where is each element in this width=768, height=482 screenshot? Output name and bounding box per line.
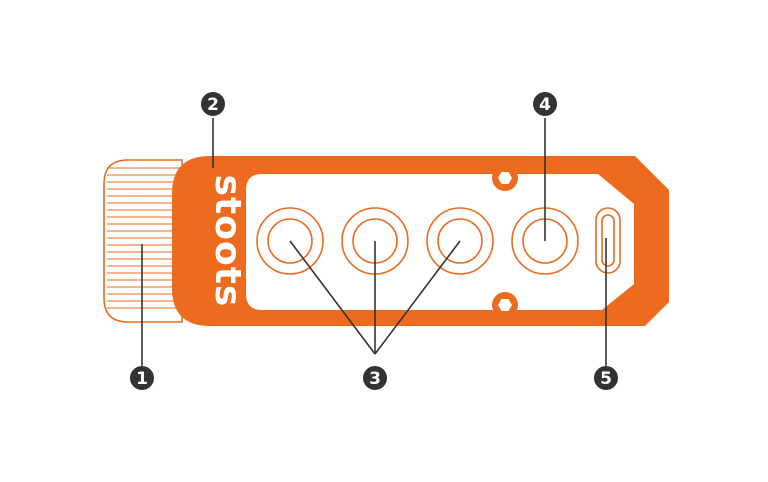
screw-bottom (492, 292, 518, 318)
callout-1: 1 (130, 366, 154, 390)
button-panel (246, 174, 634, 310)
callout-3: 3 (363, 366, 387, 390)
callout-3-label: 3 (369, 369, 381, 389)
brand-logo: stoots (207, 175, 248, 308)
screw-top (492, 165, 518, 191)
button-1[interactable] (256, 207, 324, 275)
button-3[interactable] (426, 207, 494, 275)
knurled-cap (103, 159, 183, 323)
leader-lines (141, 118, 607, 366)
indicator-slot (595, 207, 621, 274)
knurl-lines (107, 167, 180, 309)
callout-5-label: 5 (600, 369, 612, 389)
callout-2-label: 2 (207, 95, 219, 115)
callout-4: 4 (533, 92, 557, 116)
callout-1-label: 1 (136, 369, 148, 389)
callout-2: 2 (201, 92, 225, 116)
callout-4-label: 4 (539, 95, 551, 115)
callout-5: 5 (594, 366, 618, 390)
